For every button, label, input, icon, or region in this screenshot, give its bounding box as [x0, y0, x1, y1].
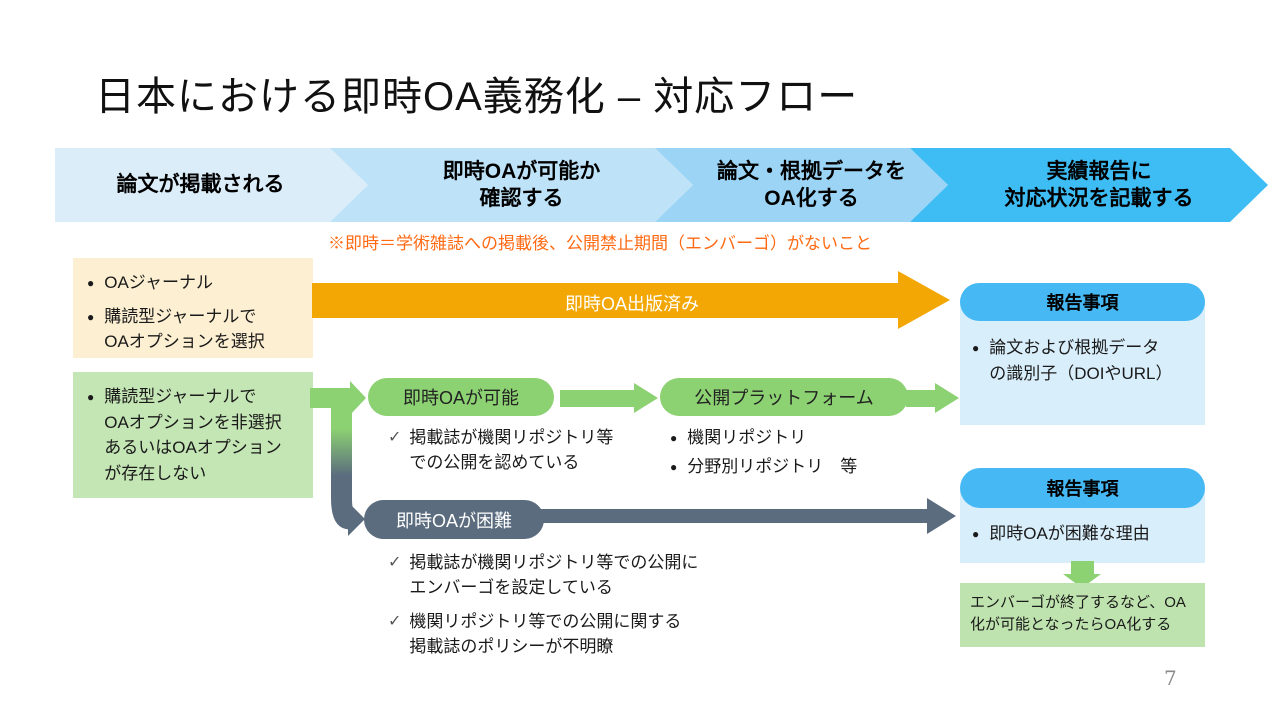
publication-platform-pill: 公開プラットフォーム [660, 378, 908, 416]
immediate-oa-difficult-pill: 即時OAが困難 [364, 500, 544, 539]
list-item: ● 論文および根拠データ の識別子（DOIやURL） [972, 338, 1173, 383]
difficult-to-report-arrow [540, 509, 927, 523]
process-step-4: 実績報告に 対応状況を記載する [910, 148, 1268, 222]
page-title: 日本における即時OA義務化 – 対応フロー [95, 75, 859, 119]
followup-arrow [1071, 561, 1094, 574]
branch-elbow-arrowhead [348, 502, 365, 536]
branch-connector [310, 381, 366, 536]
oa-journal-source-box: ● OAジャーナル ● 購読型ジャーナルで OAオプションを選択 [73, 258, 313, 358]
list-item: ● 購読型ジャーナルで OAオプションを選択 [87, 306, 265, 352]
bullet-icon: ● [87, 276, 95, 290]
report-header-label: 報告事項 [1046, 479, 1119, 499]
published-oa-arrow [312, 283, 898, 318]
possible-to-platform-arrowhead [634, 383, 658, 413]
published-oa-arrow-head [898, 271, 950, 329]
possible-condition: ✓ 掲載誌が機関リポジトリ等 での公開を認めている [388, 428, 614, 472]
check-icon: ✓ [388, 613, 402, 631]
bullet-icon: ● [972, 527, 980, 541]
report-header-label: 報告事項 [1046, 293, 1119, 313]
difficult-to-report-arrowhead [927, 498, 956, 534]
report-box-difficult: 報告事項 ● 即時OAが困難な理由 [960, 468, 1205, 563]
check-icon: ✓ [388, 554, 402, 571]
page-number: 7 [1164, 666, 1177, 690]
report-header-pill: 報告事項 [960, 468, 1205, 508]
bullet-icon: ● [87, 309, 95, 324]
bullet-icon: ● [670, 459, 678, 474]
check-icon: ✓ [388, 429, 402, 446]
possible-to-platform-arrow [560, 390, 634, 407]
process-step-3: 論文・根拠データを OA化する [655, 148, 948, 222]
subscription-journal-source-box: ● 購読型ジャーナルで OAオプションを非選択 あるいはOAオプション が存在し… [73, 372, 313, 498]
process-step-2: 即時OAが可能か 確認する [330, 148, 693, 222]
bullet-icon: ● [972, 341, 980, 355]
difficult-condition: ✓ 掲載誌が機関リポジトリ等での公開に エンバーゴを設定している [388, 553, 699, 597]
report-header-pill: 報告事項 [960, 283, 1205, 321]
platform-to-report-arrowhead [935, 383, 959, 413]
platform-item-list: ● 機関リポジトリ ● 分野別リポジトリ 等 [668, 425, 918, 479]
difficult-condition: ✓ 機関リポジトリ等での公開に関する 掲載誌のポリシーが不明瞭 [388, 612, 682, 656]
followup-note-box: エンバーゴが終了するなど、OA 化が可能となったらOA化する [960, 583, 1205, 647]
branch-vertical-bar [331, 388, 352, 495]
list-item: ● 購読型ジャーナルで OAオプションを非選択 あるいはOAオプション が存在し… [87, 387, 282, 483]
published-oa-arrow-label: 即時OA出版済み [564, 294, 699, 314]
immediate-oa-possible-pill: 即時OAが可能 [368, 378, 554, 416]
branch-arm-arrowhead [350, 381, 366, 415]
process-step-1: 論文が掲載される [55, 148, 368, 222]
process-step-label: 実績報告に 対応状況を記載する [1004, 159, 1194, 210]
list-item: ● 機関リポジトリ [670, 428, 807, 447]
difficult-condition-list: ✓ 掲載誌が機関リポジトリ等での公開に エンバーゴを設定している ✓ 機関リポジ… [388, 551, 728, 660]
list-item: ● 分野別リポジトリ 等 [670, 456, 858, 476]
list-item: ● 即時OAが困難な理由 [972, 524, 1150, 543]
bullet-icon: ● [87, 390, 95, 404]
report-box-published: 報告事項 ● 論文および根拠データ の識別子（DOIやURL） [960, 283, 1205, 425]
process-step-label: 論文・根拠データを OA化する [717, 159, 906, 210]
process-step-label: 即時OAが可能か 確認する [442, 159, 601, 210]
bullet-icon: ● [670, 431, 678, 445]
process-step-label: 論文が掲載される [116, 173, 285, 197]
platform-to-report-arrow [906, 390, 935, 407]
immediacy-definition-note: ※即時＝学術雑誌への掲載後、公開禁止期間（エンバーゴ）がないこと [328, 234, 872, 253]
list-item: ● OAジャーナル [87, 273, 213, 292]
